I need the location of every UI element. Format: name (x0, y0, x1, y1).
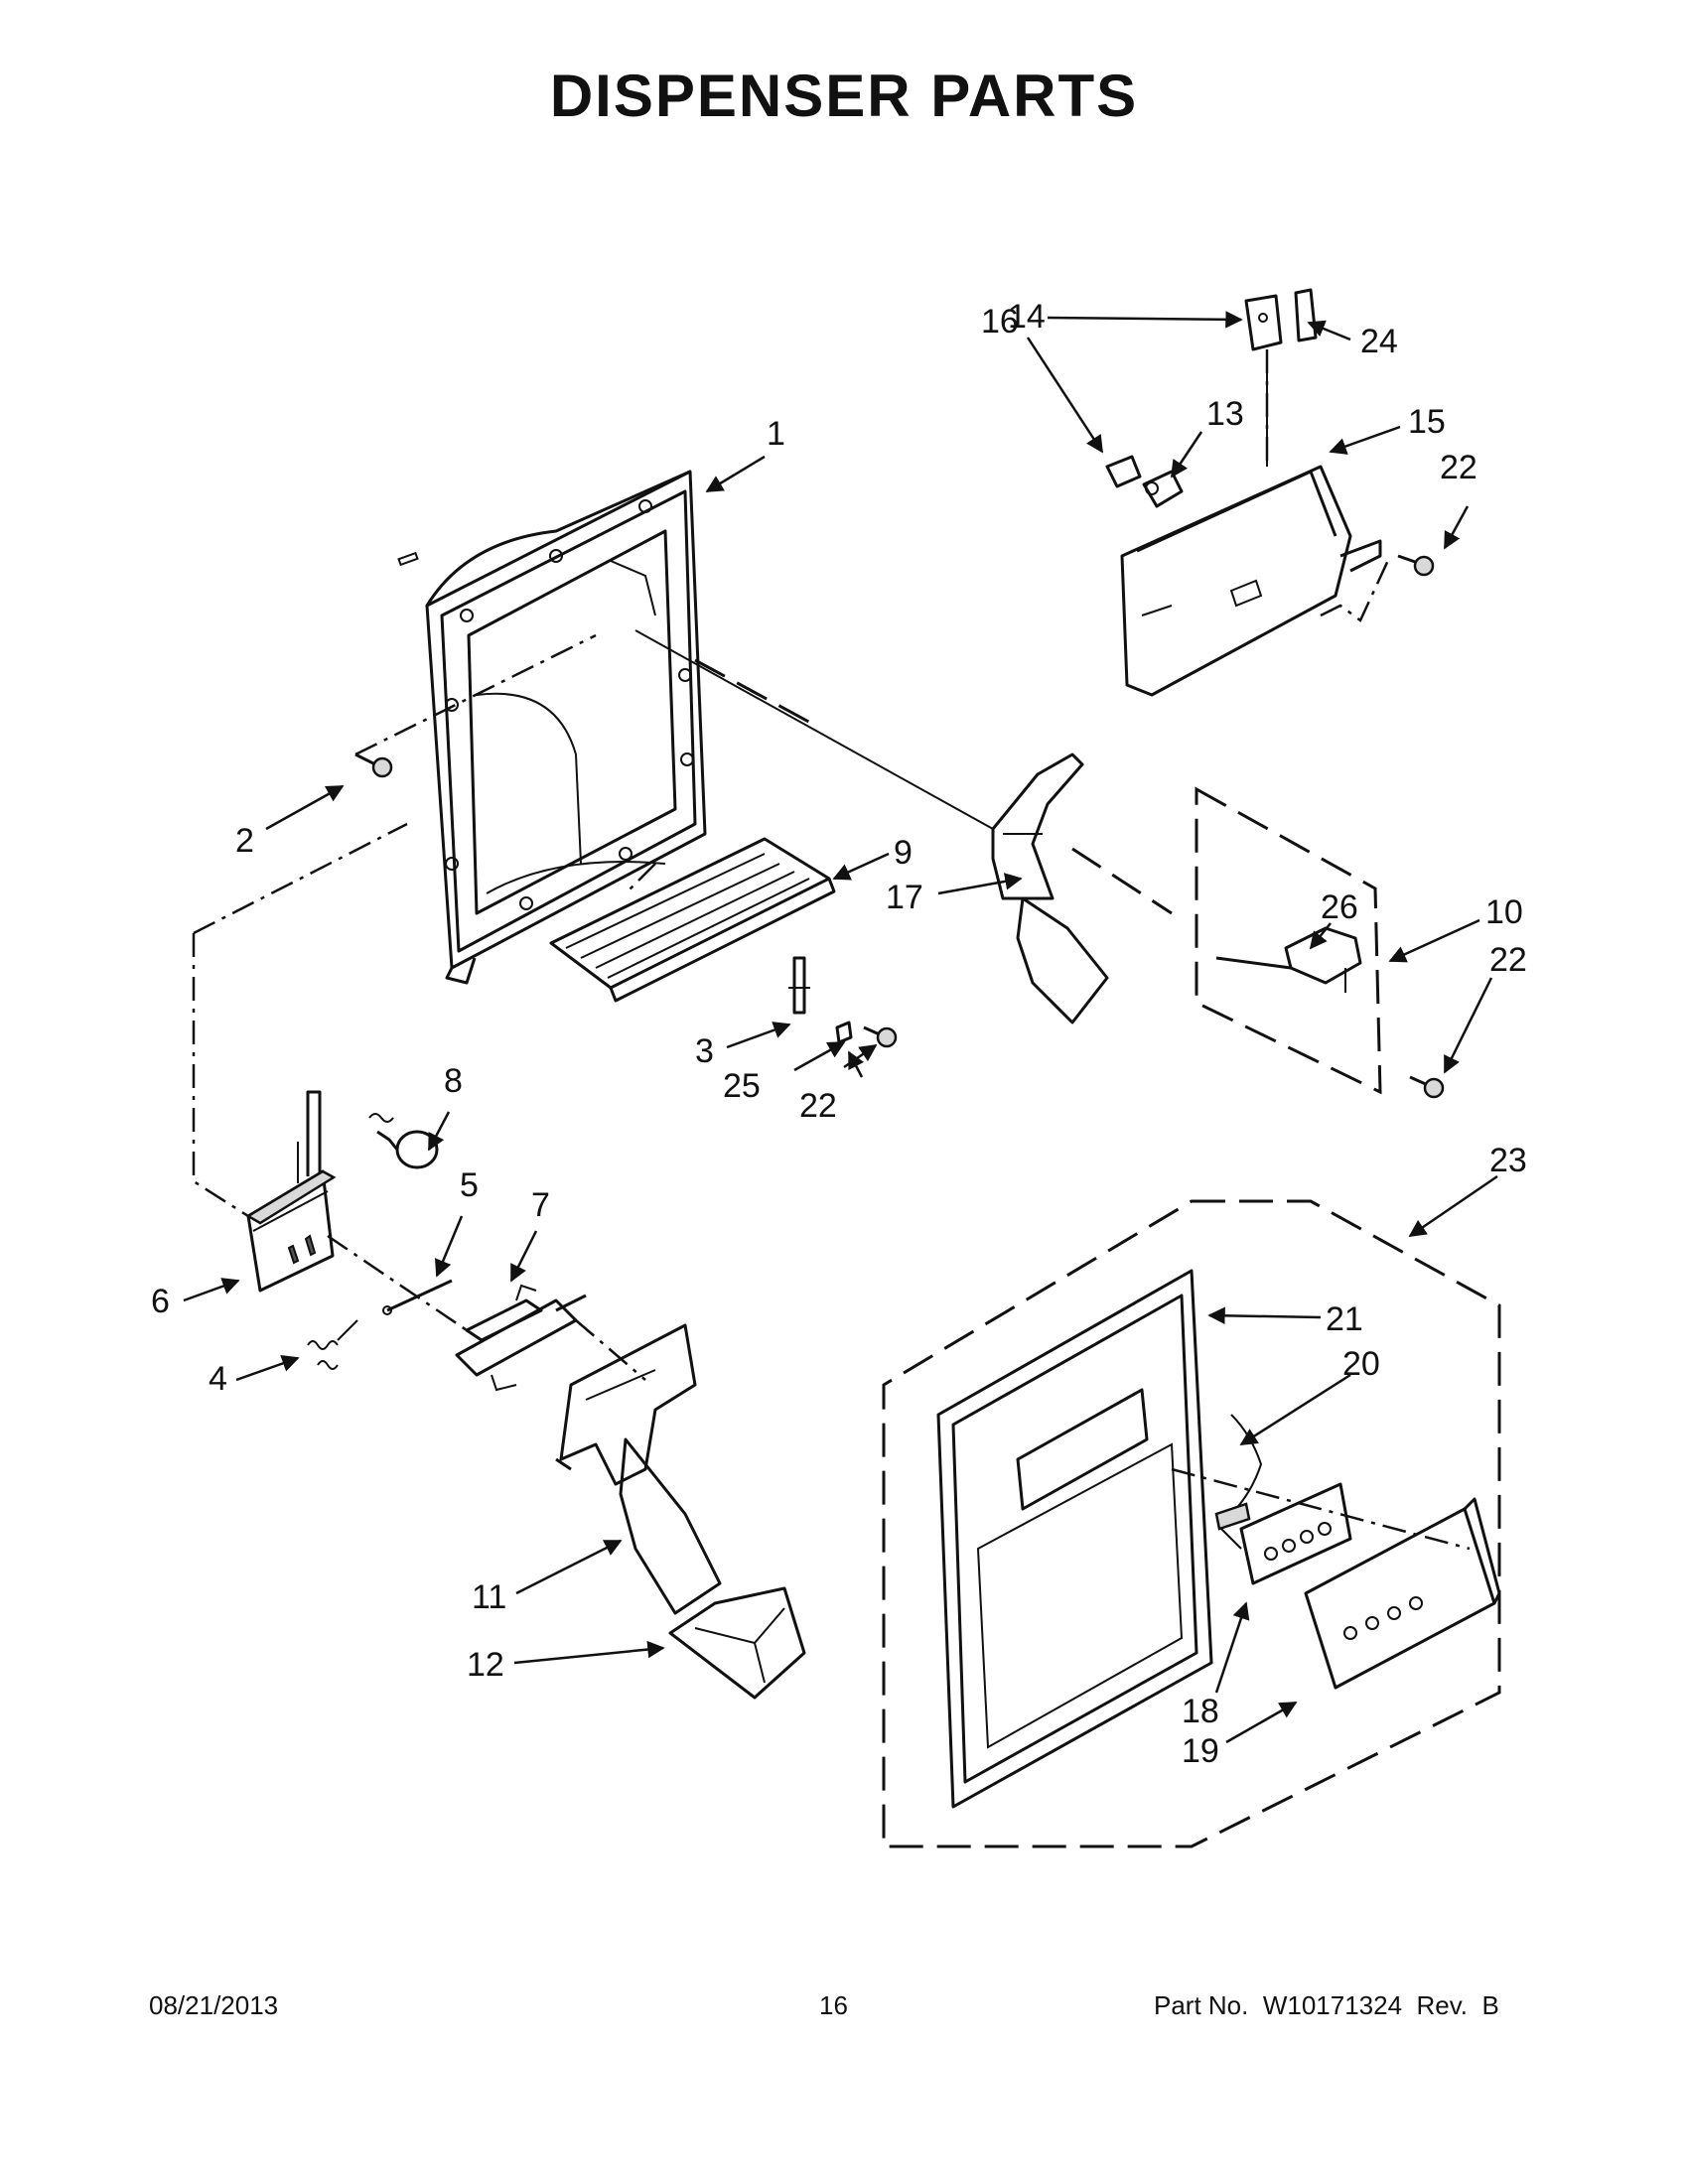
callout-1: 1 (767, 415, 785, 453)
footer-part-number: Part No. W10171324 Rev. B (1154, 1990, 1499, 2020)
footer-page-number: 16 (819, 1990, 848, 2020)
actuator-box-part (245, 1090, 337, 1293)
control-board-part (1239, 1482, 1352, 1585)
callout-8: 8 (444, 1062, 463, 1100)
callout-26: 26 (1321, 888, 1358, 926)
ice-paddle-part (555, 1323, 722, 1615)
panel-assembly-23-outline (882, 1199, 1501, 1848)
leader-lines (183, 311, 1498, 1744)
fitting-16-part (1105, 455, 1142, 488)
callout-4: 4 (209, 1360, 227, 1398)
callout-14: 14 (1008, 298, 1046, 336)
springs-part (307, 1319, 358, 1370)
callout-6: 6 (151, 1283, 170, 1320)
solenoid-part (368, 1113, 439, 1169)
valve-13-part (1142, 470, 1184, 508)
control-panel-part (1304, 1497, 1501, 1690)
screw-2-part (354, 752, 393, 778)
callout-5: 5 (460, 1166, 479, 1204)
switch-14-part (1244, 294, 1283, 467)
screw-22-upper-part (1397, 554, 1435, 577)
bracket-3-part (788, 956, 810, 1015)
callout-25: 25 (723, 1067, 761, 1105)
callout-19: 19 (1182, 1732, 1219, 1770)
callout-24: 24 (1360, 323, 1398, 360)
insulator-24-part (1294, 288, 1318, 342)
callout-2: 2 (235, 822, 254, 860)
callout-12: 12 (467, 1646, 504, 1684)
switch-box-10-part (1195, 786, 1382, 1095)
callout-11: 11 (472, 1578, 506, 1616)
callout-10: 10 (1485, 893, 1523, 931)
water-lever-part (991, 752, 1109, 1024)
callout-22-lower: 22 (799, 1087, 837, 1125)
callout-17: 17 (886, 879, 923, 916)
ice-chute-part (668, 1586, 806, 1700)
callout-16: 16 (981, 303, 1019, 341)
callout-23: 23 (1489, 1142, 1527, 1179)
callout-21: 21 (1326, 1300, 1363, 1338)
clip-25-part (835, 1021, 853, 1044)
housing-frame-part (397, 470, 707, 985)
callout-3: 3 (695, 1032, 714, 1070)
callout-labels: 1 2 3 4 5 6 7 8 9 10 11 12 13 14 15 16 1… (151, 298, 1527, 1770)
lever-bracket-part (455, 1284, 587, 1392)
callout-9: 9 (894, 834, 913, 872)
callout-20: 20 (1342, 1345, 1380, 1383)
callout-13: 13 (1206, 395, 1244, 433)
footer-date: 08/21/2013 (149, 1990, 279, 2020)
valve-bracket-part (1120, 465, 1382, 697)
callout-22-right: 22 (1489, 941, 1527, 979)
callout-18: 18 (1182, 1693, 1219, 1730)
drip-tray-part (549, 837, 836, 1003)
wire-harness-part (1214, 1414, 1263, 1550)
callout-15: 15 (1408, 403, 1446, 441)
callout-22-upper: 22 (1440, 449, 1477, 486)
center-lines (192, 349, 1471, 1551)
page-title: DISPENSER PARTS (549, 63, 1139, 129)
dispenser-cover-part (936, 1269, 1213, 1809)
callout-7: 7 (531, 1186, 550, 1224)
screw-22-right-part (1409, 1075, 1445, 1099)
screw-22-lower-part (863, 1025, 898, 1048)
rod-part (382, 1279, 453, 1315)
